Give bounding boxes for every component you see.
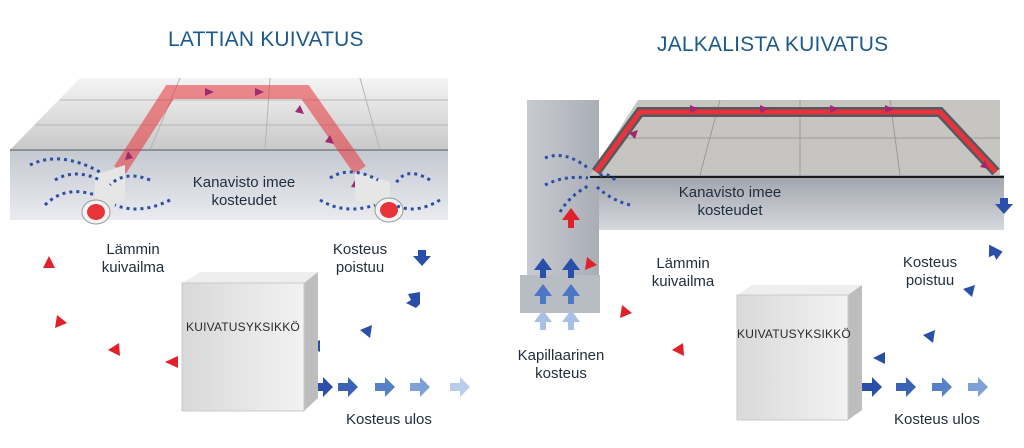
left-moisture-line2: poistuu bbox=[335, 259, 385, 276]
right-duct-text-line2: kosteudet bbox=[697, 202, 763, 219]
right-capillary-arrows bbox=[534, 208, 580, 330]
right-moisture-line2: poistuu bbox=[905, 272, 955, 289]
left-duct-text-line1: Kanavisto imee bbox=[192, 174, 296, 191]
right-warm-air-line1: Lämmin bbox=[656, 255, 710, 272]
right-warm-air-arrows bbox=[585, 257, 684, 356]
right-duct-flow-arrows bbox=[629, 105, 989, 169]
left-warm-air-label: Lämmin kuivailma bbox=[78, 241, 188, 277]
left-pipe-end-left bbox=[81, 165, 125, 225]
right-moisture-line1: Kosteus bbox=[902, 254, 958, 271]
right-capillary-label: Kapillaarinen kosteus bbox=[496, 347, 626, 383]
left-moisture-out-label: Kosteus ulos bbox=[346, 411, 432, 428]
right-floor-slab bbox=[599, 175, 1004, 230]
right-warm-air-label: Lämmin kuivailma bbox=[628, 255, 738, 291]
left-moisture-line1: Kosteus bbox=[332, 241, 388, 258]
right-moisture-label: Kosteus poistuu bbox=[880, 254, 980, 290]
right-floor-section bbox=[520, 99, 1013, 421]
left-duct-text: Kanavisto imee kosteudet bbox=[178, 174, 310, 210]
right-duct-text-line1: Kanavisto imee bbox=[678, 184, 782, 201]
right-capillary-line1: Kapillaarinen bbox=[517, 347, 605, 364]
right-capillary-line2: kosteus bbox=[535, 365, 587, 382]
left-unit-label: KUIVATUSYKSIKKÖ bbox=[186, 320, 300, 334]
left-duct-loop bbox=[114, 85, 366, 175]
left-drying-unit bbox=[181, 272, 318, 412]
right-moisture-arrows bbox=[873, 198, 1013, 364]
left-pipe-end-right bbox=[355, 172, 404, 223]
right-outflow-arrows bbox=[862, 377, 988, 397]
left-warm-air-line1: Lämmin bbox=[106, 241, 160, 258]
left-warm-air-line2: kuivailma bbox=[101, 259, 165, 276]
right-wall-footing bbox=[520, 275, 600, 313]
right-drying-unit bbox=[736, 285, 862, 421]
left-floor-section bbox=[10, 77, 470, 412]
left-suction-arrows bbox=[29, 157, 441, 211]
right-panel-title: JALKALISTA KUIVATUS bbox=[657, 33, 889, 56]
right-duct-text: Kanavisto imee kosteudet bbox=[660, 184, 800, 220]
left-panel-title: LATTIAN KUIVATUS bbox=[168, 28, 364, 51]
right-wall-column bbox=[527, 100, 599, 275]
left-outflow-arrows bbox=[313, 377, 470, 397]
left-moisture-label: Kosteus poistuu bbox=[310, 241, 410, 277]
left-duct-text-line2: kosteudet bbox=[211, 192, 277, 209]
right-warm-air-line2: kuivailma bbox=[651, 273, 715, 290]
right-suction-arrows bbox=[544, 154, 631, 213]
left-tile-grid bbox=[35, 77, 448, 151]
right-moisture-out-label: Kosteus ulos bbox=[894, 411, 980, 428]
left-warm-air-arrows bbox=[43, 256, 178, 368]
right-unit-label: KUIVATUSYKSIKKÖ bbox=[737, 327, 851, 341]
